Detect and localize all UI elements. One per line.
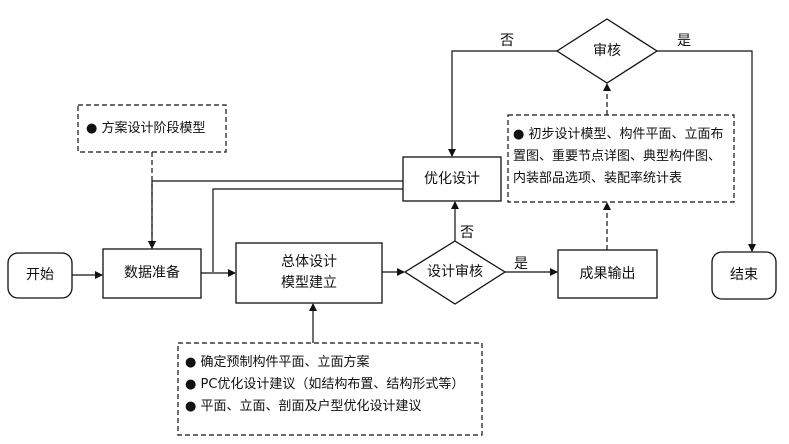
optimize-box (402, 156, 502, 202)
arrow-review-no-to-optimize (448, 50, 557, 157)
end-box (711, 251, 777, 300)
overall-design-label: 总体设计 模型建立 (236, 243, 382, 303)
output-note-text: ● 初步设计模型、构件平面、立面布置图、重要节点详图、典型构件图、内装部品选项、… (513, 127, 724, 187)
review-yes-label: 是 (677, 33, 691, 49)
overall-design-line-2: 模型建立 (281, 275, 337, 291)
bottom-note: ● 确定预制构件平面、立面方案 ● PC优化设计建议（如结构布置、结构形式等） … (185, 352, 479, 418)
design-review-diamond (403, 240, 507, 305)
arrow-review-yes-to-end (657, 50, 756, 252)
bottom-note-box (177, 342, 483, 436)
output-note-box (507, 114, 735, 203)
overall-design-line-1: 总体设计 (281, 254, 337, 270)
design-review-yes-label: 是 (514, 256, 528, 272)
design-review-no-label: 否 (460, 225, 474, 241)
review-label: 审核 (593, 42, 621, 59)
end-label: 结束 (730, 267, 758, 283)
bottom-note-line-2: ● PC优化设计建议（如结构布置、结构形式等） (185, 377, 465, 393)
start-label: 开始 (26, 267, 54, 283)
output-note: ● 初步设计模型、构件平面、立面布置图、重要节点详图、典型构件图、内装部品选项、… (513, 124, 731, 190)
result-output-box (557, 249, 658, 299)
data-prep-box (102, 248, 202, 299)
review-no-label: 否 (500, 33, 514, 49)
optimize-label: 优化设计 (424, 170, 480, 187)
design-review-label: 设计审核 (427, 264, 483, 280)
result-output-label: 成果输出 (579, 265, 636, 282)
arrow-optimize-to-data (148, 180, 403, 249)
bottom-note-line-1: ● 确定预制构件平面、立面方案 (185, 355, 370, 370)
scheme-note: ● 方案设计阶段模型 (86, 118, 222, 140)
scheme-note-text: ● 方案设计阶段模型 (86, 121, 206, 136)
arrow-optimize-to-overall (212, 188, 403, 272)
overall-design-box (235, 242, 383, 304)
data-prep-label: 数据准备 (124, 265, 180, 281)
bottom-note-line-3: ● 平面、立面、剖面及户型优化设计建议 (185, 399, 422, 415)
